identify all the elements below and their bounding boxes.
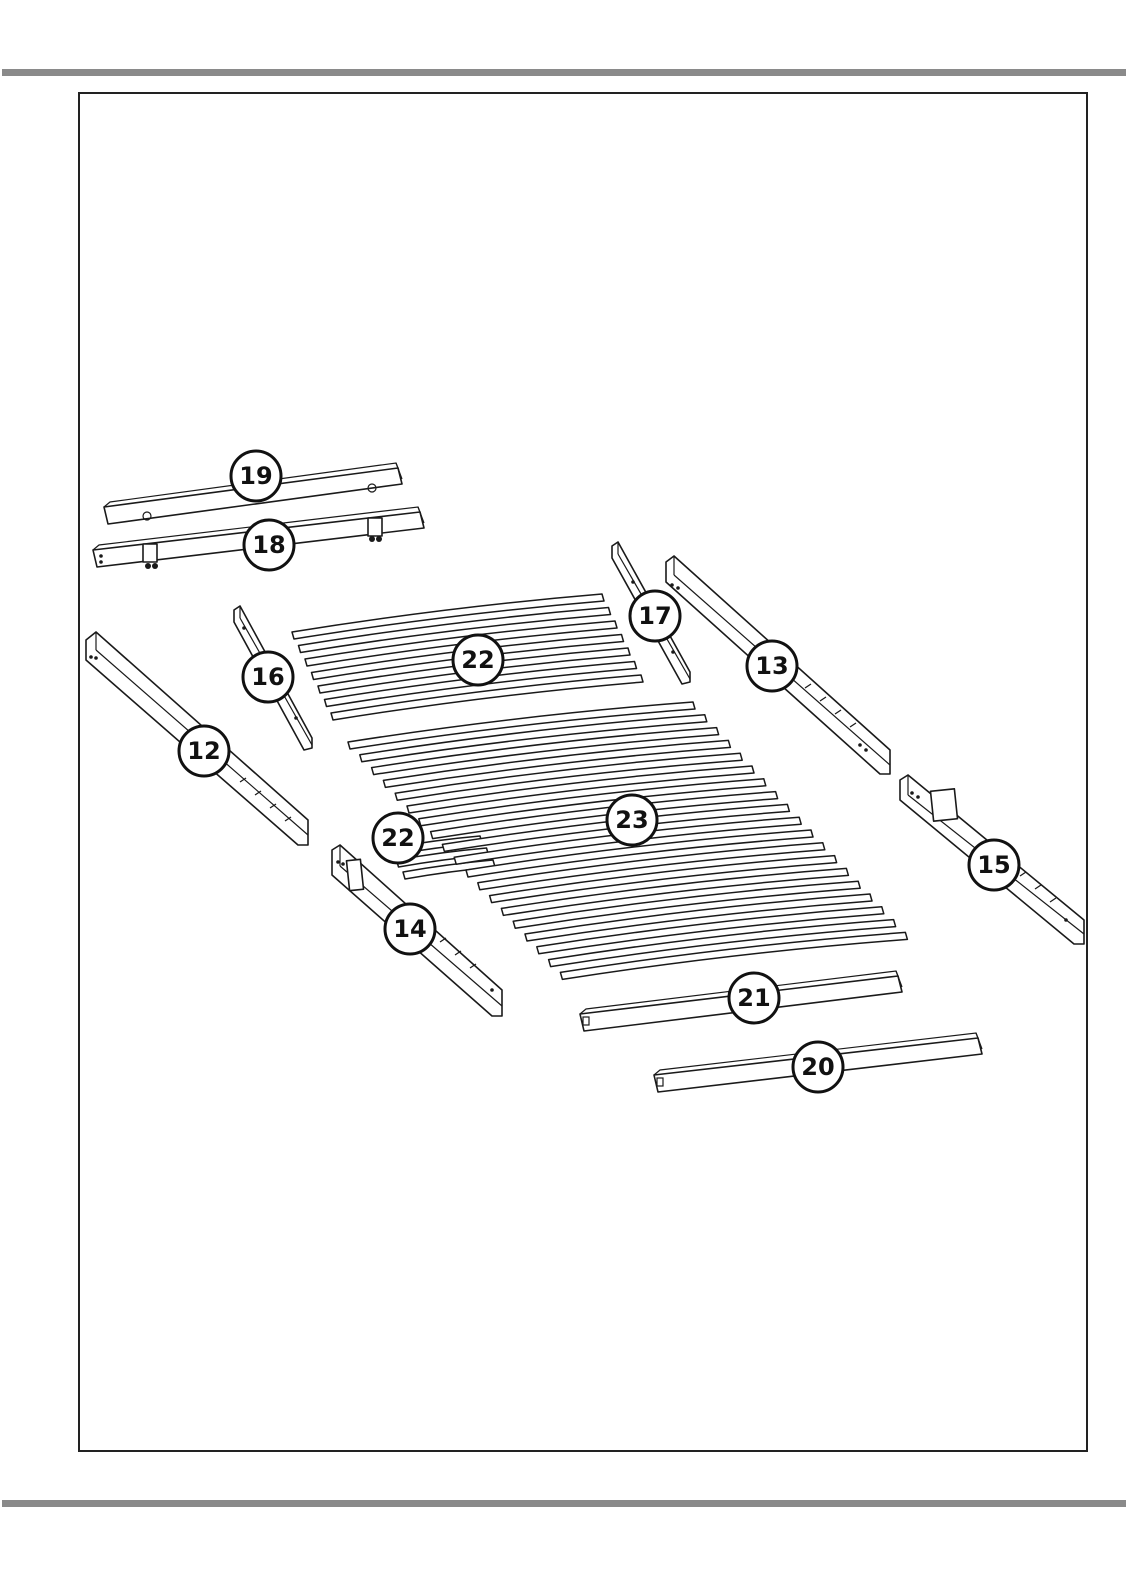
callout-20: 20 <box>793 1042 843 1092</box>
callout-19-label: 19 <box>239 462 272 490</box>
callout-17: 17 <box>630 591 680 641</box>
callout-22-upper-label: 22 <box>461 646 494 674</box>
callout-18: 18 <box>244 520 294 570</box>
callout-21: 21 <box>729 973 779 1023</box>
callout-21-label: 21 <box>737 984 770 1012</box>
callout-22-lower-label: 22 <box>381 824 414 852</box>
callout-22-lower: 22 <box>373 813 423 863</box>
callout-14: 14 <box>385 904 435 954</box>
callout-15: 15 <box>969 840 1019 890</box>
callout-17-label: 17 <box>638 602 671 630</box>
callout-14-label: 14 <box>393 915 426 943</box>
callout-20-label: 20 <box>801 1053 834 1081</box>
callout-12: 12 <box>179 726 229 776</box>
callout-13: 13 <box>747 641 797 691</box>
callout-18-label: 18 <box>252 531 285 559</box>
callout-13-label: 13 <box>755 652 788 680</box>
callout-12-label: 12 <box>187 737 220 765</box>
callout-16: 16 <box>243 652 293 702</box>
callout-23-label: 23 <box>615 806 648 834</box>
callout-19: 19 <box>231 451 281 501</box>
callout-22-upper: 22 <box>453 635 503 685</box>
callout-15-label: 15 <box>977 851 1010 879</box>
callout-23: 23 <box>607 795 657 845</box>
callout-16-label: 16 <box>251 663 284 691</box>
